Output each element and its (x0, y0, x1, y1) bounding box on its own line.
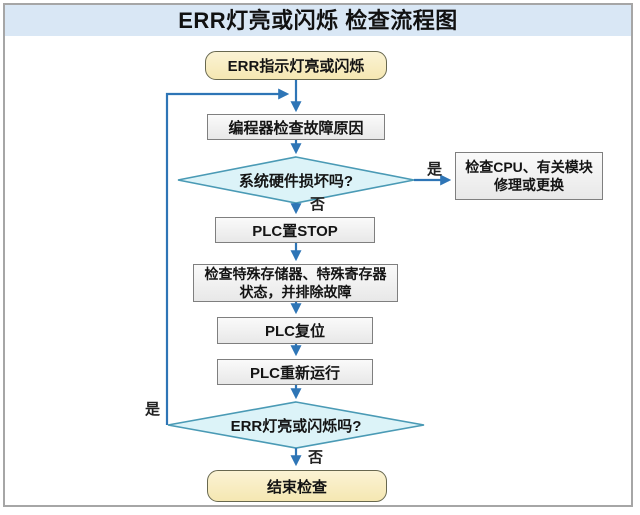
edge-label-hw-no: 否 (310, 196, 326, 213)
node-check-cpu-label: 检查CPU、有关模块 修理或更换 (465, 159, 593, 193)
node-plc-stop: PLC置STOP (215, 217, 375, 243)
node-end-label: 结束检查 (266, 478, 327, 496)
node-check-cpu: 检查CPU、有关模块 修理或更换 (455, 152, 603, 200)
node-check-registers-label: 检查特殊存储器、特殊寄存器 状态，并排除故障 (204, 266, 387, 300)
node-check-registers: 检查特殊存储器、特殊寄存器 状态，并排除故障 (193, 264, 398, 302)
node-start: ERR指示灯亮或闪烁 (205, 51, 387, 80)
node-end: 结束检查 (207, 470, 387, 502)
node-hw-damaged: 系统硬件损坏吗? (178, 158, 414, 202)
node-start-label: ERR指示灯亮或闪烁 (227, 58, 365, 75)
edge-label-again-yes: 是 (145, 401, 161, 418)
node-check-cause: 编程器检查故障原因 (207, 114, 385, 140)
node-plc-rerun: PLC重新运行 (217, 359, 373, 385)
node-err-again-label: ERR灯亮或闪烁吗? (230, 417, 362, 435)
node-check-cause-label: 编程器检查故障原因 (228, 119, 364, 137)
page-title: ERR灯亮或闪烁 检查流程图 (178, 8, 458, 33)
edge-label-hw-yes: 是 (427, 161, 443, 178)
node-hw-damaged-label: 系统硬件损坏吗? (238, 172, 354, 190)
node-plc-reset: PLC复位 (217, 317, 373, 344)
node-plc-rerun-label: PLC重新运行 (249, 364, 340, 382)
node-plc-stop-label: PLC置STOP (252, 222, 338, 240)
node-plc-reset-label: PLC复位 (264, 323, 325, 340)
edge-label-again-no: 否 (308, 449, 324, 466)
title-bar: ERR灯亮或闪烁 检查流程图 (5, 5, 631, 36)
node-err-again: ERR灯亮或闪烁吗? (168, 403, 424, 447)
